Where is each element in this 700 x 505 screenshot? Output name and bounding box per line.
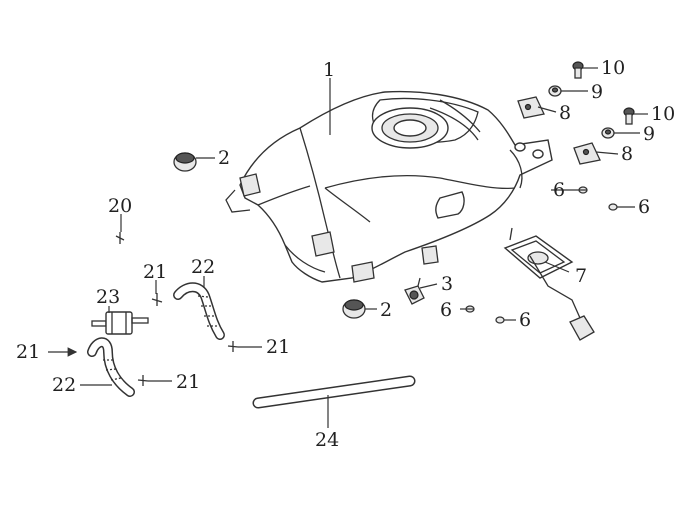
callout-22-lower: 22 (52, 374, 76, 396)
hose-clip-20 (115, 232, 125, 244)
callout-10-lower: 10 (651, 103, 675, 125)
callout-6-upper-left: 6 (553, 179, 565, 201)
hose-clip-21-bottom (137, 375, 149, 386)
callout-7: 7 (575, 265, 587, 287)
bolt-upper (572, 61, 584, 79)
callout-3: 3 (441, 273, 453, 295)
callout-20: 20 (108, 195, 132, 217)
bracket-upper (517, 96, 545, 119)
callout-6-lower-left: 6 (440, 299, 452, 321)
callout-21-left: 21 (16, 341, 40, 363)
callout-2-lower: 2 (380, 299, 392, 321)
callout-6-lower-right: 6 (519, 309, 531, 331)
callout-9-upper: 9 (591, 81, 603, 103)
fuel-level-sensor (503, 227, 595, 341)
callout-2-upper: 2 (218, 147, 230, 169)
washer-lower (601, 127, 615, 139)
bracket-lower (573, 142, 601, 165)
grommet-upper (173, 152, 197, 172)
callout-21-right: 21 (266, 336, 290, 358)
callout-8-upper: 8 (559, 102, 571, 124)
nut-lower-right (495, 316, 505, 324)
callout-21-top: 21 (143, 261, 167, 283)
nut-upper-right (608, 203, 618, 211)
callout-6-upper-right: 6 (638, 196, 650, 218)
hose-clip-21-right (227, 341, 239, 352)
fuel-valve (404, 277, 425, 305)
callout-23: 23 (96, 286, 120, 308)
bolt-lower (623, 107, 635, 125)
callout-10-upper: 10 (601, 57, 625, 79)
breather-tube (252, 375, 416, 409)
fuel-hose-lower (87, 337, 135, 397)
callout-22-upper: 22 (191, 256, 215, 278)
callout-9-lower: 9 (643, 123, 655, 145)
callout-24: 24 (315, 429, 339, 451)
callout-labels: 1 2 2 3 6 6 6 6 7 8 8 9 9 10 10 20 21 21… (16, 57, 675, 451)
washer-upper (548, 85, 562, 97)
fuel-tank (225, 90, 553, 283)
fuel-filter (91, 311, 149, 335)
callout-1: 1 (323, 59, 335, 81)
leader-lines (48, 67, 648, 428)
hose-clip-21-top (151, 293, 163, 306)
fuel-hose-upper (173, 282, 225, 340)
callout-8-lower: 8 (621, 143, 633, 165)
callout-21-bottom: 21 (176, 371, 200, 393)
grommet-lower (342, 299, 366, 319)
